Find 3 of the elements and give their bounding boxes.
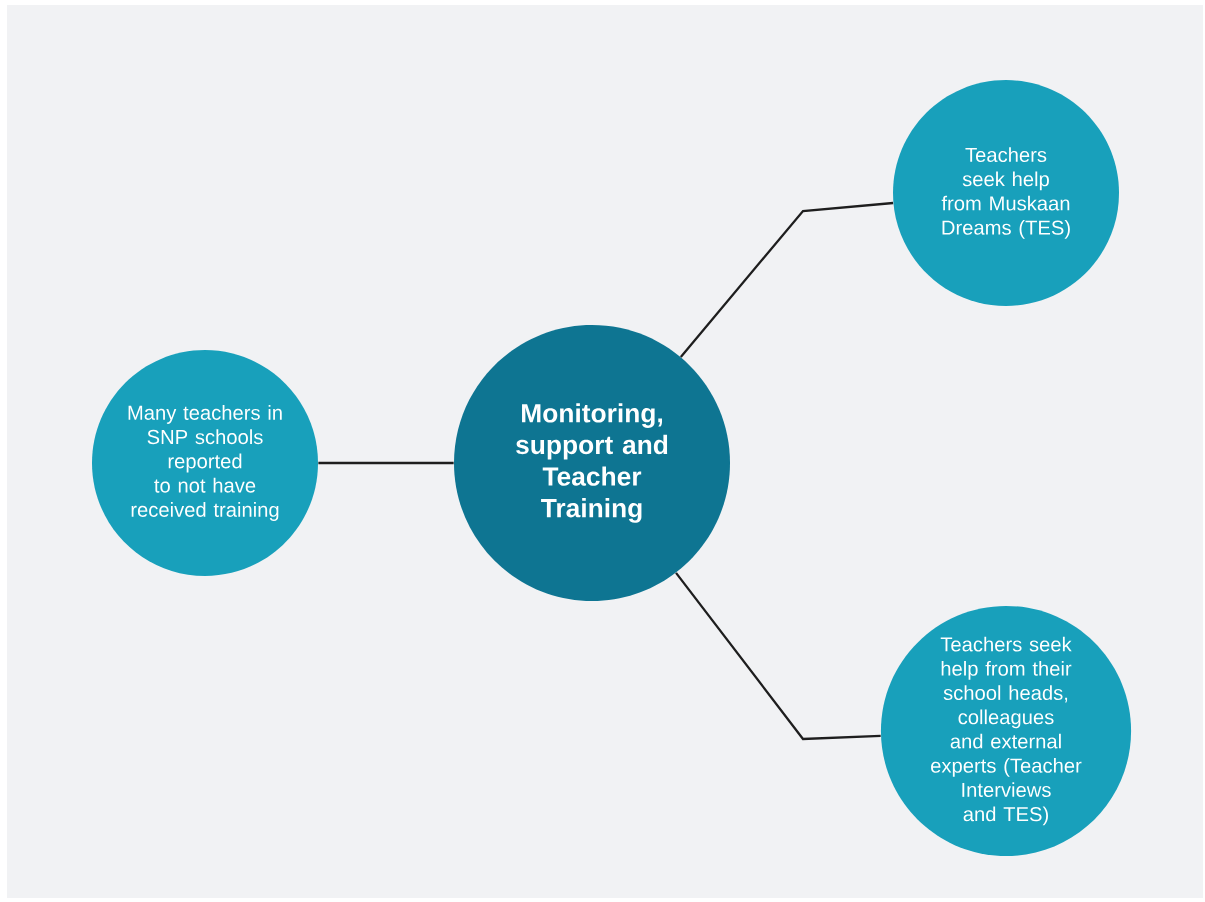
connector-line bbox=[675, 572, 881, 741]
connector-line bbox=[679, 201, 894, 358]
connector-line bbox=[318, 461, 454, 465]
